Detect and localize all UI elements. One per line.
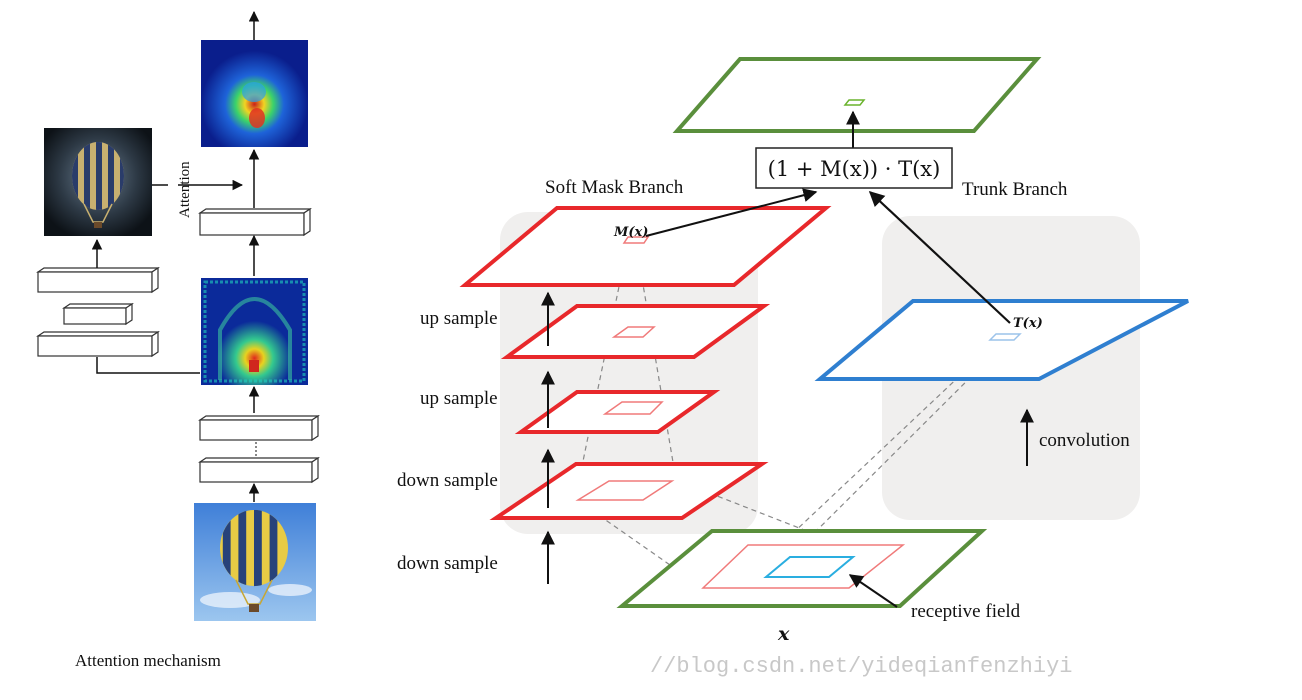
step-label: down sample <box>397 470 498 491</box>
right-panel: (1 + M(x)) · T(x) Soft Mask Branch Trunk… <box>397 57 1189 645</box>
attention-label: Attention <box>177 161 193 218</box>
formula-box: (1 + M(x)) · T(x) <box>755 147 953 189</box>
receptive-field-label: receptive field <box>911 601 1021 622</box>
step-label: down sample <box>397 553 498 574</box>
step-label: up sample <box>420 388 498 409</box>
formula: (1 + M(x)) · T(x) <box>768 157 941 181</box>
trunk-title: Trunk Branch <box>962 179 1068 200</box>
balloon-input-photo <box>194 503 316 621</box>
step-label: up sample <box>420 308 498 329</box>
soft-mask-panel <box>500 212 758 534</box>
soft-mask-title: Soft Mask Branch <box>545 177 684 198</box>
caption: Attention mechanism <box>75 651 221 670</box>
attention-heatmap-high <box>201 40 308 147</box>
attention-heatmap-mid <box>201 278 308 385</box>
watermark: //blog.csdn.net/yideqianfenzhiyi <box>650 654 1072 679</box>
left-panel: Attention <box>36 10 320 670</box>
mask-plane <box>459 206 832 520</box>
feature-box <box>198 207 312 237</box>
input-plane <box>616 529 988 608</box>
output-plane <box>672 57 1042 133</box>
input-label: x <box>777 623 790 645</box>
trunk-label: T(x) <box>1013 316 1043 331</box>
feature-box <box>36 266 160 358</box>
mask-label: M(x) <box>613 225 648 240</box>
feature-box <box>198 414 320 484</box>
convolution-label: convolution <box>1039 430 1130 451</box>
balloon-photo <box>44 128 152 236</box>
